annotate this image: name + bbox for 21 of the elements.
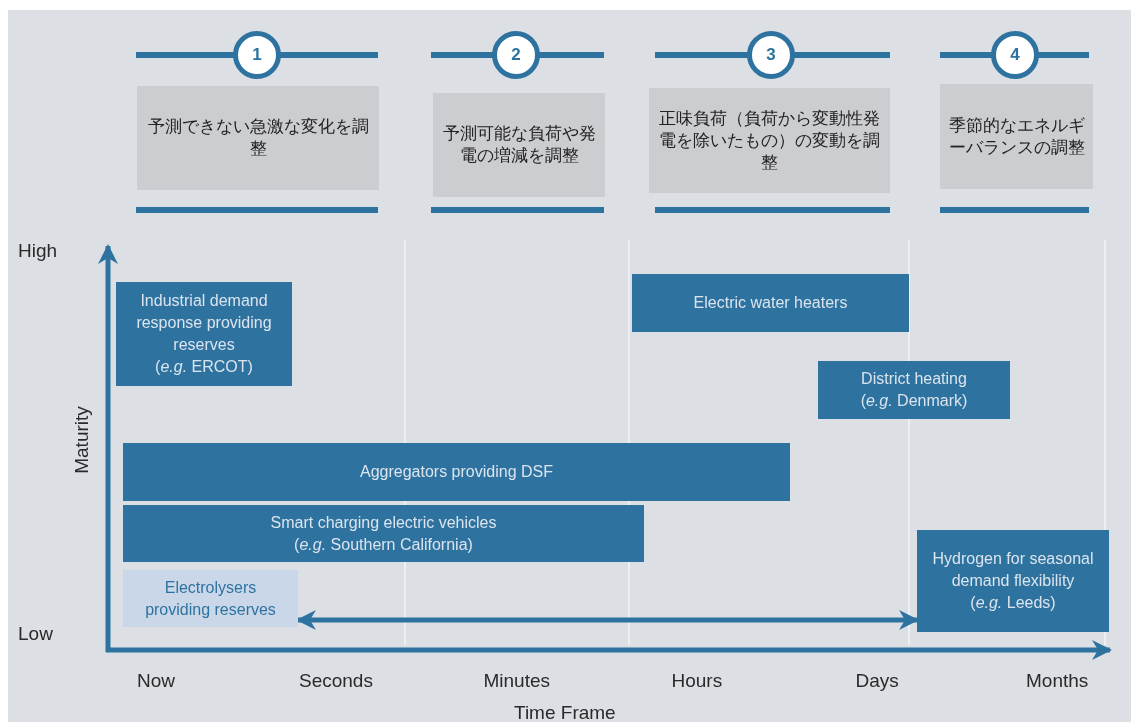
category-box: 季節的なエネルギーバランスの調整 (940, 84, 1093, 189)
category-box: 予測可能な負荷や発電の増減を調整 (433, 93, 605, 197)
axis-title: Time Frame (514, 702, 616, 722)
solution-box: District heating (e.g. Denmark) (818, 361, 1010, 419)
tick-label: Minutes (483, 670, 551, 692)
tick-label: Months (1026, 670, 1089, 692)
solution-box: Electric water heaters (632, 274, 909, 332)
solution-box: Smart charging electric vehicles (e.g. Southern California) (123, 505, 644, 562)
axis-title: Maturity (70, 406, 93, 474)
tick-label: Hours (671, 670, 723, 692)
category-box: 予測できない急激な変化を調整 (137, 86, 379, 190)
tick-label: Now (137, 670, 175, 692)
tick-label: Days (855, 670, 899, 692)
solution-box: Industrial demand response providing reserves (e.g. ERCOT) (116, 282, 292, 386)
solution-box: Electrolysers providing reserves (123, 570, 298, 627)
category-box: 正味負荷（負荷から変動性発電を除いたもの）の変動を調整 (649, 88, 890, 193)
axis-label: Low (18, 623, 53, 645)
solution-box: Hydrogen for seasonal demand flexibility (e.g. Leeds) (917, 530, 1109, 632)
axis-label: High (18, 240, 58, 262)
solution-box: Aggregators providing DSF (123, 443, 790, 501)
tick-label: Seconds (299, 670, 373, 692)
